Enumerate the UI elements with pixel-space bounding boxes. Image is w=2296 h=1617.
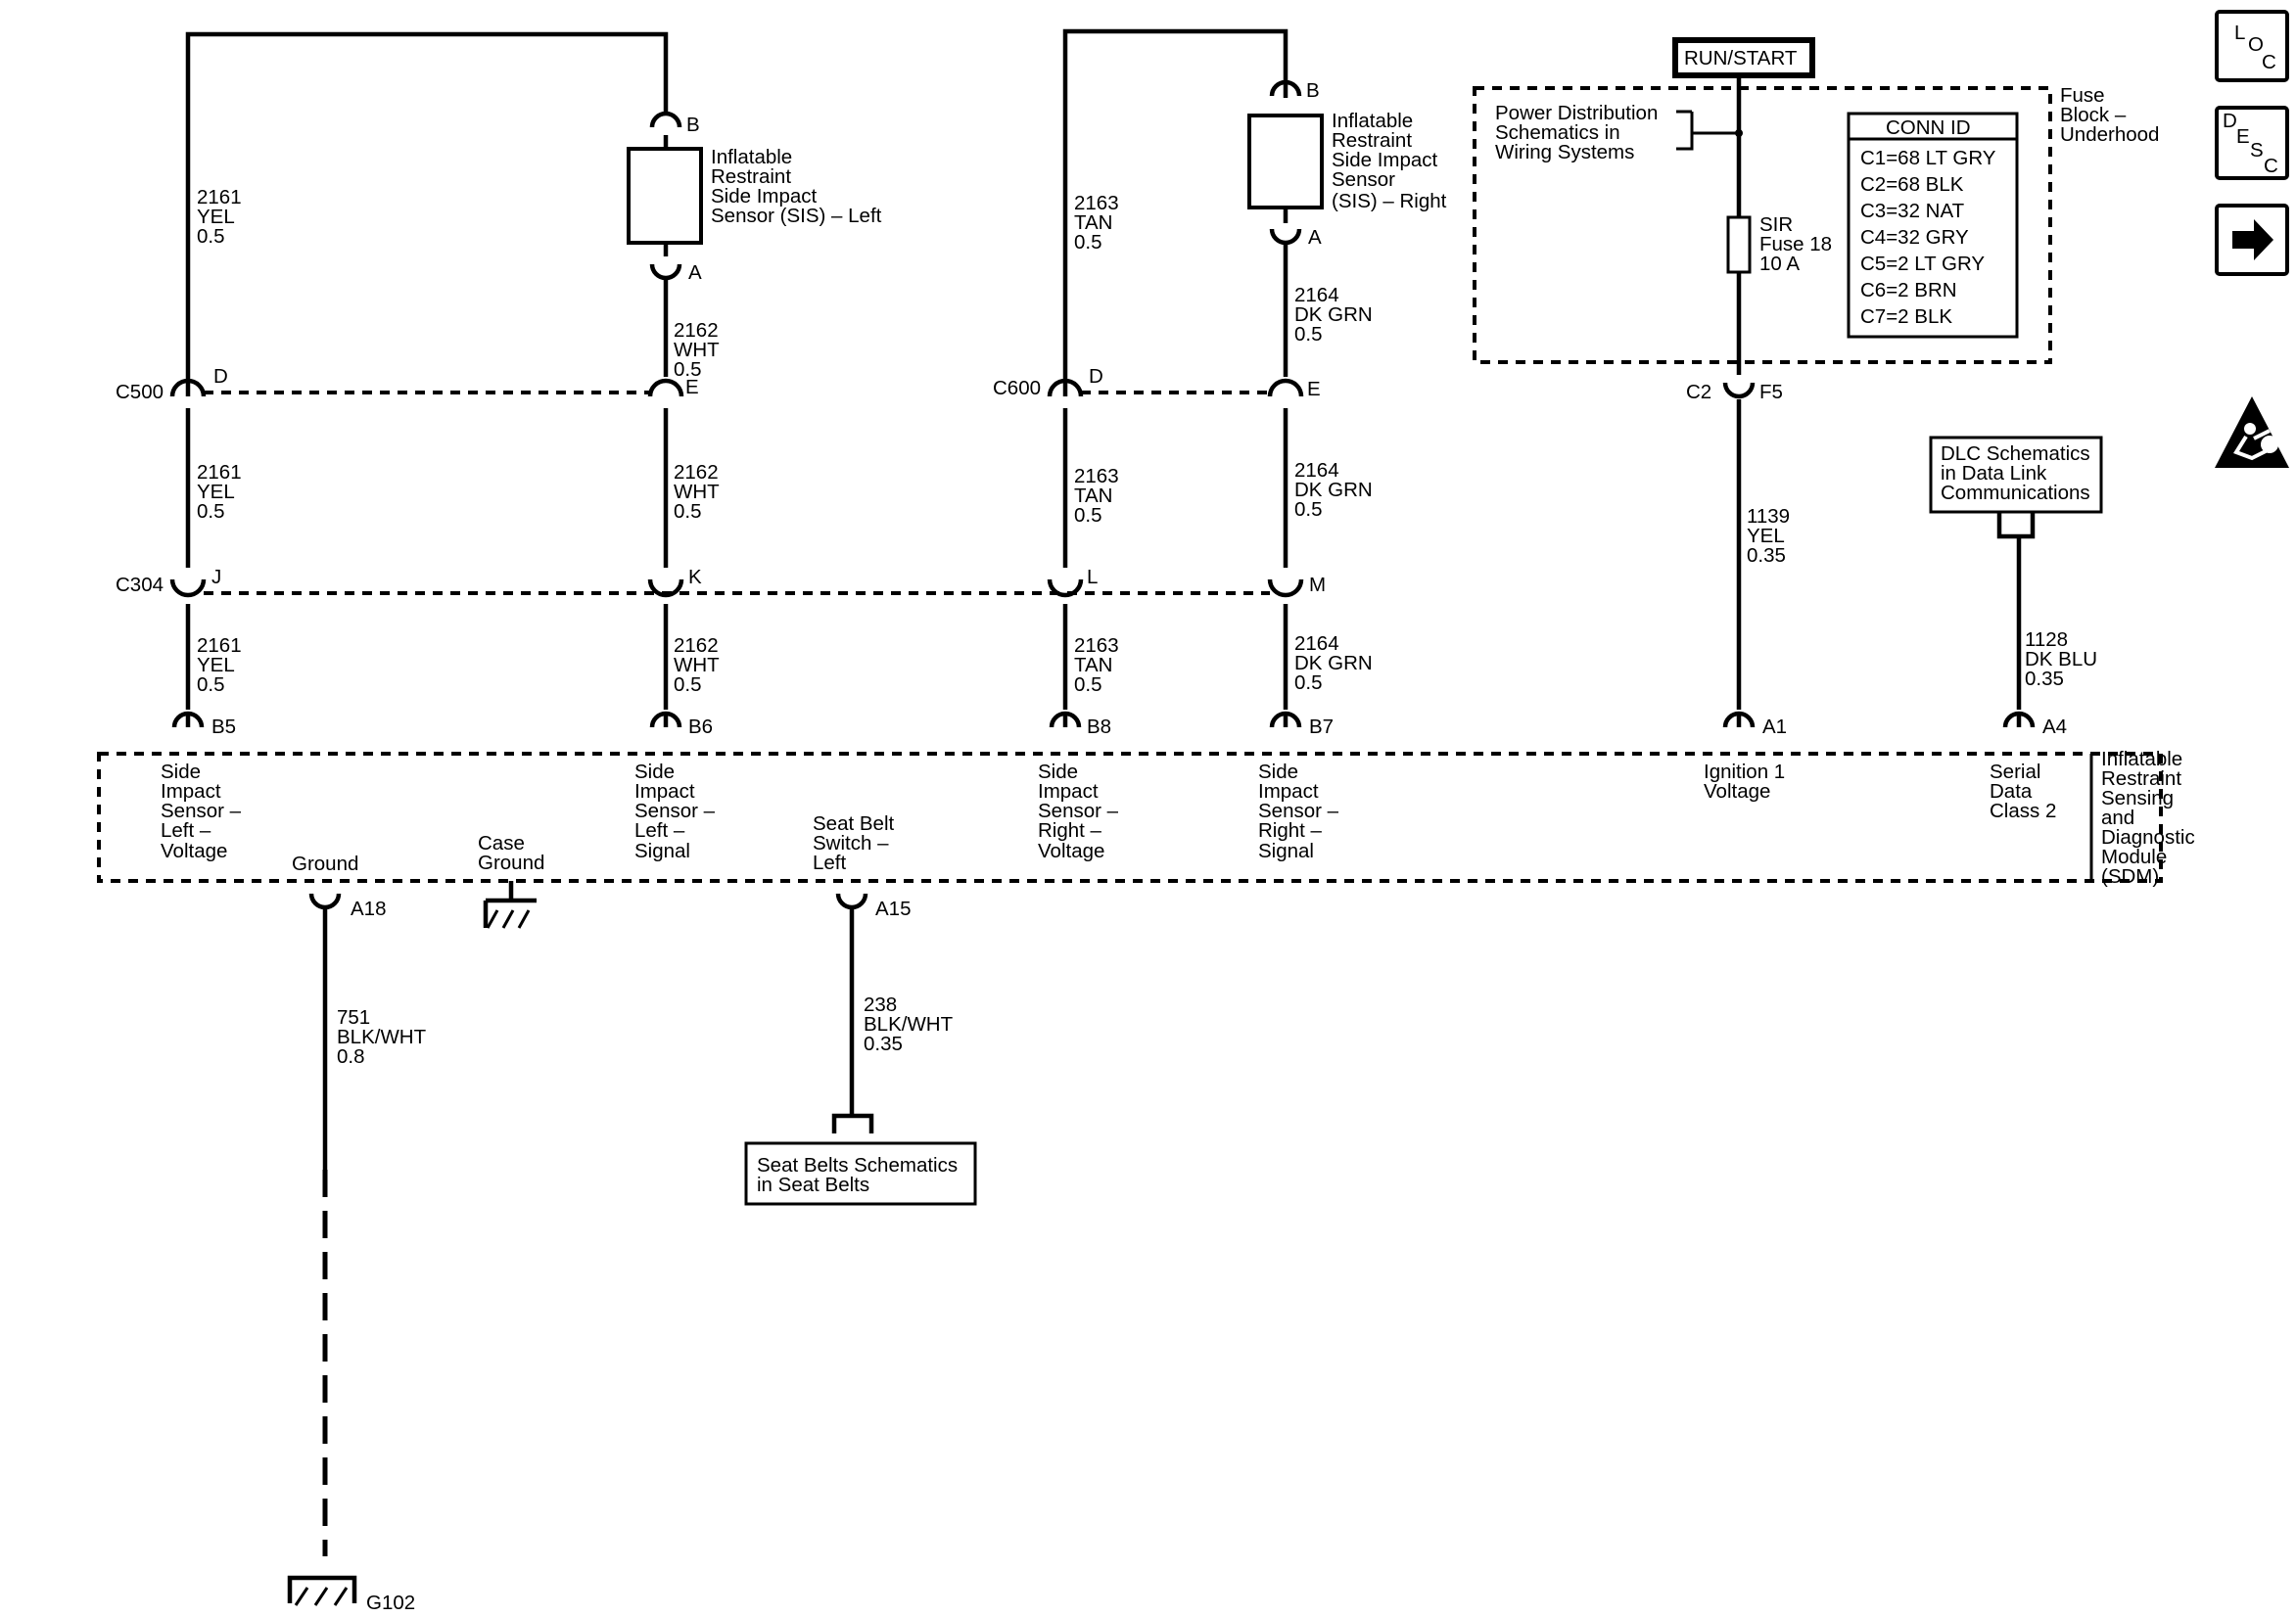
- loc-letter-o: O: [2248, 33, 2264, 56]
- pin-sis-left-b: B: [686, 114, 700, 136]
- pin-c600-e: E: [1307, 378, 1321, 400]
- airbag-warning-icon: [2215, 396, 2289, 468]
- sdm-a18-label: Ground: [292, 853, 358, 875]
- seat-belts-reference-box: [744, 1141, 977, 1206]
- desc-letter-d: D: [2223, 110, 2237, 132]
- ground-g102-symbol: [287, 1575, 357, 1603]
- pin-c304-m: M: [1309, 574, 1326, 596]
- loc-letter-c: C: [2262, 51, 2276, 73]
- sis-right-sensor-box: [1247, 114, 1324, 209]
- c500-label: C500: [116, 381, 164, 403]
- pin-a1: A1: [1762, 716, 1787, 738]
- desc-letter-c: C: [2264, 155, 2278, 177]
- case-ground-symbol: [483, 881, 537, 929]
- desc-letter-s: S: [2250, 139, 2264, 162]
- loc-button-frame[interactable]: [2215, 10, 2289, 82]
- loc-button[interactable]: L O C: [2215, 10, 2289, 82]
- pin-c600-d: D: [1089, 365, 1103, 388]
- run-start-label: RUN/START: [1684, 47, 1798, 69]
- arrow-right-icon: [2232, 219, 2273, 260]
- sir-fuse-symbol: [1726, 215, 1752, 274]
- desc-button[interactable]: D E S C: [2215, 106, 2289, 180]
- pin-sis-right-b: B: [1306, 79, 1320, 102]
- loc-letter-l: L: [2234, 22, 2245, 44]
- conn-id-rows: C1=68 LT GRY C2=68 BLK C3=32 NAT C4=32 G…: [1860, 147, 2001, 328]
- left-sensor-circuit: [169, 31, 703, 728]
- c304-label: C304: [116, 574, 164, 596]
- c600-label: C600: [993, 377, 1041, 399]
- pin-c304-k: K: [688, 566, 702, 588]
- pin-b6: B6: [688, 716, 713, 738]
- pin-a15: A15: [875, 898, 911, 920]
- pin-f5: F5: [1759, 381, 1783, 403]
- ground-a18-circuit: [287, 893, 357, 1606]
- conn-id-table: [1847, 112, 2019, 339]
- pin-sis-left-a: A: [688, 261, 702, 284]
- conn-id-title: CONN ID: [1886, 116, 1971, 139]
- pin-labels: B A B A D E D E J K L M B5 B6 B8 B7 A1 A…: [211, 79, 2067, 920]
- desc-button-frame[interactable]: [2215, 106, 2289, 180]
- desc-letter-e: E: [2236, 125, 2250, 148]
- next-button[interactable]: [2215, 204, 2289, 276]
- seat-belt-circuit: [744, 893, 977, 1206]
- pin-b7: B7: [1309, 716, 1334, 738]
- fuse-block-outline: [1473, 86, 2052, 364]
- pin-a4: A4: [2042, 716, 2067, 738]
- pin-c304-j: J: [211, 566, 221, 588]
- pin-b8: B8: [1087, 716, 1111, 738]
- dlc-reference: [1929, 436, 2103, 728]
- pin-c500-e: E: [685, 376, 699, 398]
- fuse-block: [1473, 37, 2052, 728]
- c2-label: C2: [1686, 381, 1711, 403]
- connector-labels: C500 C600 C304 C2: [116, 377, 1711, 596]
- pin-sis-right-a: A: [1308, 226, 1322, 249]
- conn-id-text: CONN ID C1=68 LT GRY C2=68 BLK C3=32 NAT…: [1860, 116, 2001, 328]
- pin-b5: B5: [211, 716, 236, 738]
- pin-c304-l: L: [1087, 566, 1098, 588]
- pin-a18: A18: [351, 898, 386, 920]
- right-sensor-circuit: [1047, 28, 1324, 728]
- sis-left-sensor-box: [627, 147, 703, 245]
- sdm-module-outline: [97, 752, 2163, 883]
- ground-g102-label: G102: [366, 1592, 415, 1614]
- pin-c500-d: D: [213, 365, 228, 388]
- dlc-reference-box: [1929, 436, 2103, 514]
